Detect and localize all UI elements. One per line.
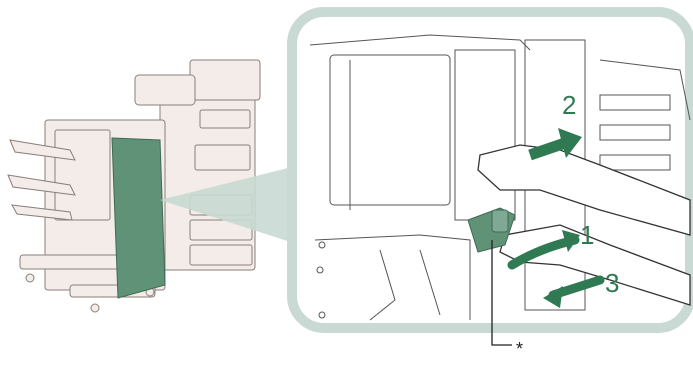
step-label-3: 3 — [605, 270, 619, 296]
step-label-2: 2 — [562, 92, 576, 118]
footnote-marker: * — [516, 340, 523, 358]
step-label-1: 1 — [580, 222, 594, 248]
